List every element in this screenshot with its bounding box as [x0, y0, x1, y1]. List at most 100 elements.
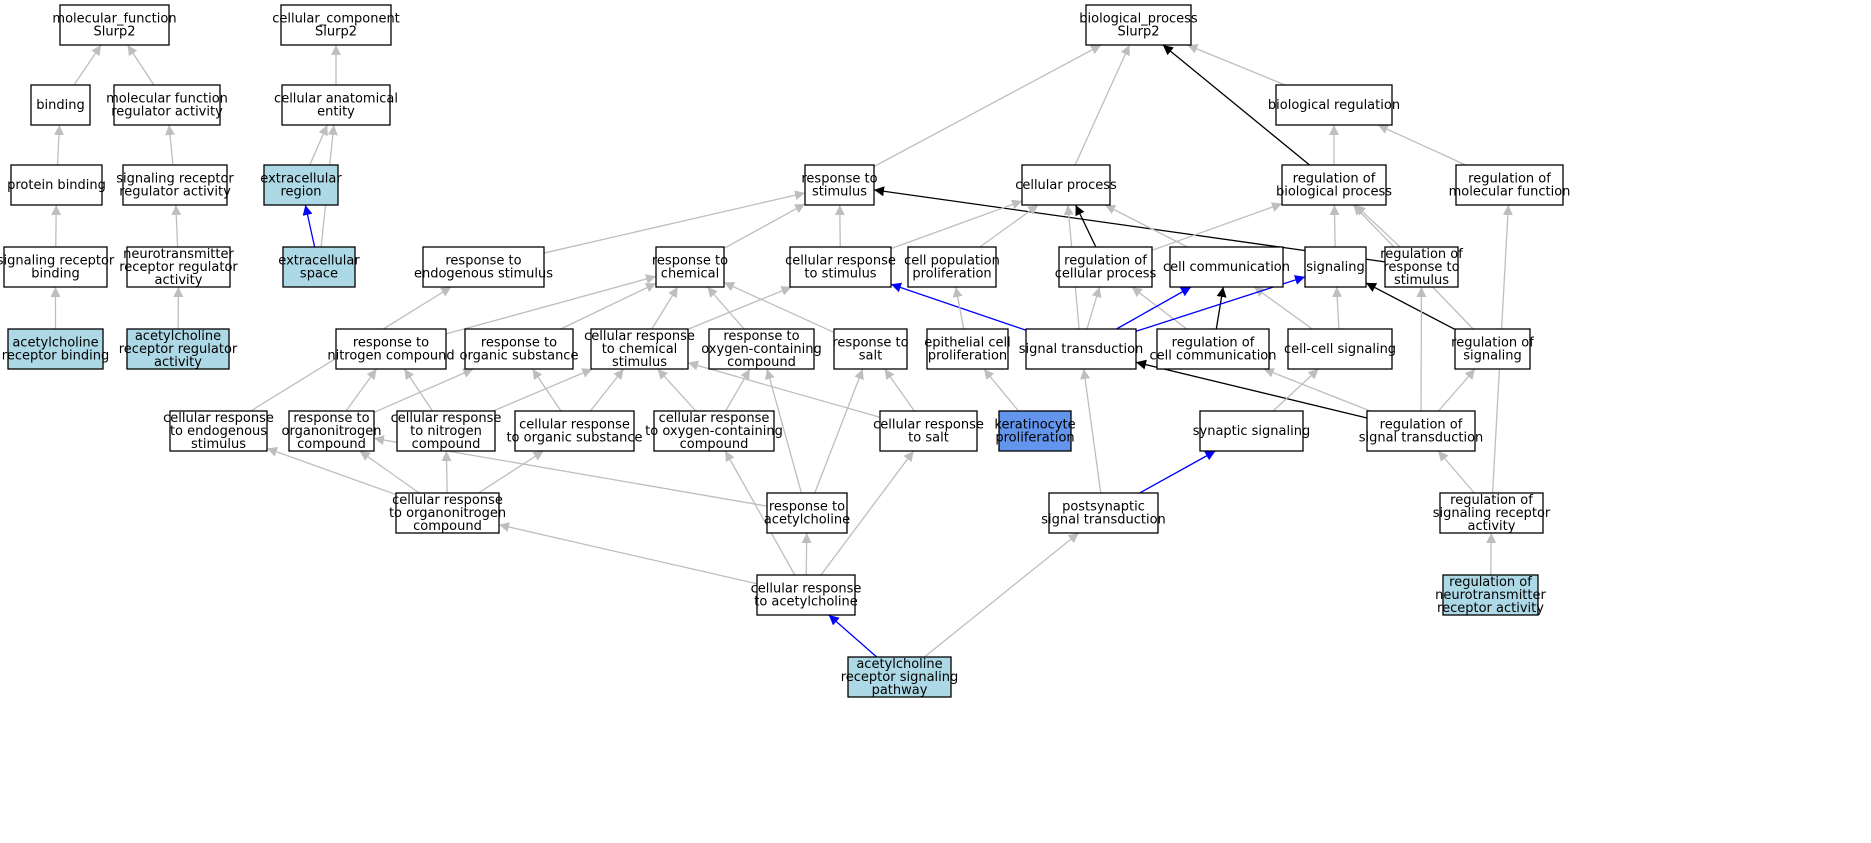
edge-reg-resp-stim-to-resp-stim [873, 186, 1386, 263]
edge-line [445, 274, 657, 335]
node-box [281, 84, 391, 126]
edge-line [1332, 286, 1343, 330]
node-label-line: cellular response [163, 411, 274, 426]
node-label-line: regulator activity [119, 185, 231, 200]
edge-cell-resp-ach-to-resp-ach [801, 532, 812, 576]
node-box [1384, 246, 1459, 288]
node-box [756, 574, 856, 616]
node-label-line: proliferation [928, 349, 1007, 364]
node-box [1439, 492, 1544, 534]
edge-line [1086, 286, 1102, 330]
edge-line [657, 368, 697, 412]
edge-line [165, 124, 175, 166]
node-label-line: cellular process [1055, 267, 1157, 282]
node-label-line: receptor regulator [119, 342, 238, 357]
node-box [1287, 328, 1393, 370]
edge-protein-binding-to-binding [54, 124, 64, 166]
edge-line [1329, 204, 1340, 248]
node-label-line: compound [412, 437, 481, 452]
node-label-line: space [300, 267, 338, 282]
edge-line [1135, 359, 1368, 419]
node-label-line: to oxygen-containing [645, 424, 783, 439]
node-label-line: to acetylcholine [754, 595, 858, 610]
node-label-line: receptor binding [2, 349, 109, 364]
node-label-line: pathway [872, 683, 928, 698]
node-label-line: signaling receptor [116, 172, 234, 187]
edge-syn-sig-to-cc-sig [1272, 368, 1319, 412]
node-box [766, 492, 848, 534]
go-term-node-sig-trans: signal transduction [1019, 328, 1143, 370]
edge-extra-space-to-extra-region [302, 204, 316, 248]
node-label-line: Slurp2 [315, 25, 357, 40]
node-label-line: stimulus [812, 185, 867, 200]
node-label-line: response to [293, 411, 369, 426]
node-box [10, 164, 103, 206]
node-box [1366, 410, 1476, 452]
edge-signaling-to-reg-bio-proc [1329, 204, 1340, 248]
edge-line [873, 186, 1386, 263]
node-label-line: response to [1383, 260, 1459, 275]
node-label-line: synaptic signaling [1193, 424, 1310, 439]
node-label-line: salt [859, 349, 882, 364]
node-box [879, 410, 978, 452]
node-label-line: response to [652, 254, 728, 269]
edge-reg-mol-func-to-bio-reg [1377, 124, 1466, 166]
node-label-line: postsynaptic [1062, 500, 1145, 515]
edge-line [1187, 44, 1286, 86]
edge-resp-nitro-to-resp-chem [445, 274, 657, 335]
edge-line [1080, 368, 1102, 494]
edge-reg-sig-trans-to-sig-trans [1135, 359, 1368, 419]
edge-cell-resp-chem-to-resp-chem [651, 286, 679, 330]
node-box [30, 84, 91, 126]
node-label-line: response to [723, 329, 799, 344]
node-label-line: region [280, 185, 321, 200]
edge-line [724, 450, 796, 576]
node-box [998, 410, 1072, 452]
edge-reg-sig-trans-to-reg-sig [1437, 368, 1476, 412]
edge-cell-resp-ach-to-cell-resp-oxy [724, 450, 796, 576]
node-label-line: binding [36, 98, 84, 113]
edge-line [1365, 282, 1456, 330]
edge-line [1131, 286, 1188, 330]
edge-resp-oxy-to-resp-chem [706, 286, 745, 330]
edge-cell-resp-nitro-to-resp-nitro [403, 368, 434, 412]
node-label-line: cell communication [1163, 260, 1290, 275]
edge-resp-salt-to-resp-chem [723, 281, 835, 334]
go-term-node-binding: binding [30, 84, 91, 126]
node-label-line: cellular response [519, 418, 630, 433]
edge-cc-sig-to-cell-comm [1253, 286, 1313, 330]
edge-line [890, 199, 1023, 250]
node-label-line: cellular response [751, 582, 862, 597]
node-box [422, 246, 545, 288]
edge-post-sig-to-syn-sig [1139, 450, 1216, 494]
node-box [847, 656, 952, 698]
edge-mf-reg-to-mf-root [127, 44, 155, 86]
edge-post-sig-to-sig-trans [1080, 368, 1102, 494]
edge-reg-cell-proc-to-cell-proc [1075, 204, 1097, 248]
node-label-line: entity [317, 105, 355, 120]
edge-cell-resp-oxy-to-resp-oxy [725, 368, 751, 412]
edge-reg-sr-act-to-reg-sig-trans [1437, 450, 1475, 494]
node-label-line: extracellular [260, 172, 342, 187]
edge-epi-prolif-to-cell-pop-prolif [952, 286, 965, 330]
node-label-line: cellular response [873, 418, 984, 433]
node-box [1199, 410, 1304, 452]
edge-resp-orgnitro-to-resp-nitro [345, 368, 378, 412]
